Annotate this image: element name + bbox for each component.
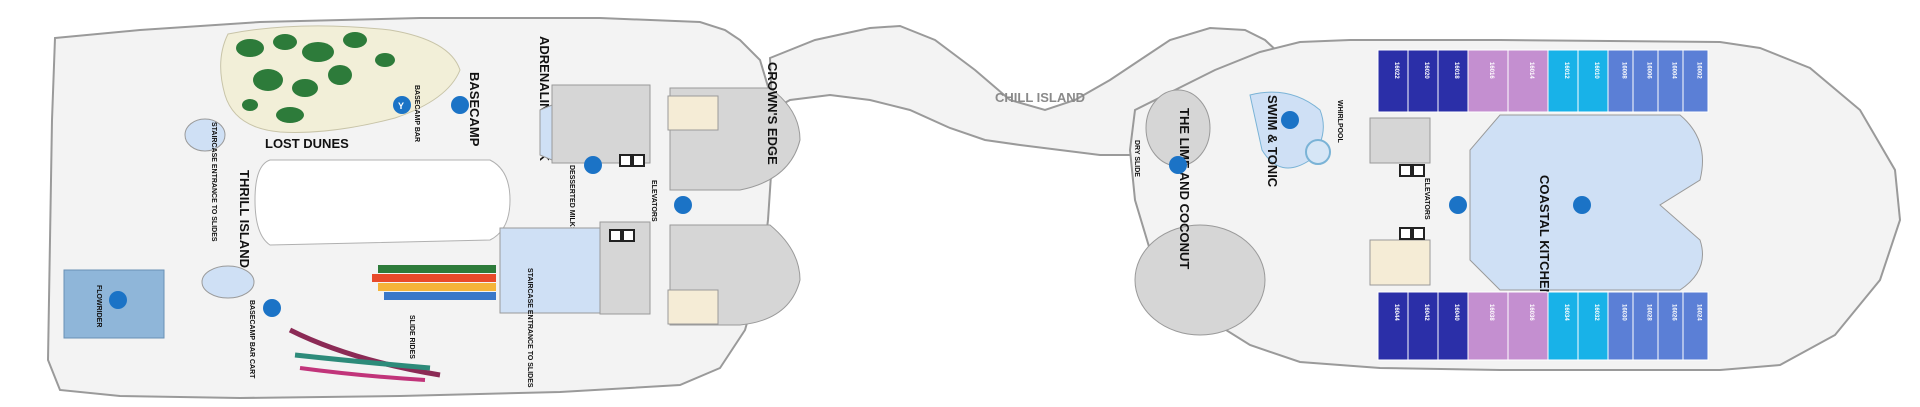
- stateroom-block[interactable]: [1377, 49, 1409, 113]
- elevators-aft-label: ELEVATORS: [1423, 178, 1430, 220]
- stateroom-block[interactable]: [1577, 49, 1609, 113]
- stateroom-number: 16022: [1393, 62, 1399, 79]
- stateroom-block[interactable]: [1467, 49, 1509, 113]
- elevators-mid-label: ELEVATORS: [650, 180, 657, 222]
- stateroom-block[interactable]: [1407, 49, 1439, 113]
- basecamp-label: BASECAMP: [467, 72, 482, 147]
- stateroom-number: 16032: [1593, 304, 1599, 321]
- elevator-lobby: [667, 95, 719, 131]
- thrill-island-label: THRILL ISLAND: [237, 170, 252, 268]
- stateroom-number: 16030: [1621, 304, 1627, 321]
- stateroom-number: 16024: [1696, 304, 1702, 321]
- stateroom-number: 16018: [1453, 62, 1459, 79]
- stateroom-number: 16034: [1563, 304, 1569, 321]
- flowrider-pool: [63, 269, 165, 339]
- staircase-top-label: STAIRCASE ENTRANCE TO SLIDES: [210, 122, 217, 242]
- stateroom-block[interactable]: [1657, 291, 1684, 361]
- stateroom-block[interactable]: [1547, 49, 1579, 113]
- restaurant-icon: [451, 96, 469, 114]
- stateroom-block[interactable]: [1437, 49, 1469, 113]
- bar-icon: [263, 299, 281, 317]
- stateroom-block[interactable]: [1407, 291, 1439, 361]
- stateroom-number: 16042: [1423, 304, 1429, 321]
- crowns-edge-label: CROWN'S EDGE: [765, 62, 780, 165]
- stateroom-number: 16012: [1563, 62, 1569, 79]
- stateroom-number: 16010: [1593, 62, 1599, 79]
- elevator-lobby: [667, 289, 719, 325]
- bar-icon: [393, 96, 411, 114]
- bar-cart-label: BASECAMP BAR CART: [248, 300, 255, 379]
- restaurant-icon: [584, 156, 602, 174]
- stateroom-block[interactable]: [1377, 291, 1409, 361]
- restaurant-icon: [1573, 196, 1591, 214]
- thrill-island-track: [254, 159, 511, 246]
- stateroom-number: 16020: [1423, 62, 1429, 79]
- slide-rides-label: SLIDE RIDES: [408, 315, 415, 359]
- lost-dunes-label: LOST DUNES: [265, 136, 349, 151]
- elevator-icon: [1449, 196, 1467, 214]
- stateroom-number: 16004: [1671, 62, 1677, 79]
- stateroom-number: 16008: [1621, 62, 1627, 79]
- stateroom-number: 16014: [1528, 62, 1534, 79]
- pool-icon: [1281, 111, 1299, 129]
- stateroom-block[interactable]: [1632, 291, 1659, 361]
- coastal-kitchen-label: COASTAL KITCHEN: [1537, 175, 1552, 298]
- lost-dunes-greens: [236, 32, 395, 123]
- stateroom-number: 16038: [1488, 304, 1494, 321]
- stateroom-number: 16040: [1453, 304, 1459, 321]
- stateroom-block[interactable]: [1507, 291, 1549, 361]
- stateroom-block[interactable]: [1437, 291, 1469, 361]
- adrenaline-peak-structure: [551, 84, 651, 164]
- stateroom-block[interactable]: [1682, 291, 1709, 361]
- whirlpool: [1305, 139, 1331, 165]
- flowrider-icon: [109, 291, 127, 309]
- stateroom-number: 16036: [1528, 304, 1534, 321]
- slide-rides: [288, 265, 496, 382]
- basecamp-bar-label: BASECAMP BAR: [413, 85, 420, 142]
- stateroom-block[interactable]: [1607, 49, 1634, 113]
- stateroom-number: 16016: [1488, 62, 1494, 79]
- stateroom-number: 16044: [1393, 304, 1399, 321]
- stateroom-block[interactable]: [1607, 291, 1634, 361]
- swim-tonic-pool: [1249, 91, 1324, 169]
- bar-icon: [1169, 156, 1187, 174]
- staterooms-top: 16022 16020 16018 16016 16014 16012 16010 16008…: [1377, 49, 1709, 113]
- stateroom-block[interactable]: [1682, 49, 1709, 113]
- stateroom-block[interactable]: [1467, 291, 1509, 361]
- staterooms-bottom: 16044 16042 16040 16038 16036 16034 16032 16030…: [1377, 291, 1709, 361]
- stateroom-number: 16026: [1671, 304, 1677, 321]
- flowrider-label: FLOWRIDER: [95, 285, 102, 327]
- stateroom-block[interactable]: [1657, 49, 1684, 113]
- elevator-icon: [674, 196, 692, 214]
- stateroom-number: 16002: [1696, 62, 1702, 79]
- stateroom-number: 16028: [1646, 304, 1652, 321]
- svg-text:Y: Y: [398, 101, 404, 111]
- stateroom-block[interactable]: [1577, 291, 1609, 361]
- stateroom-block[interactable]: [1632, 49, 1659, 113]
- dry-slide-label: DRY SLIDE: [1133, 140, 1140, 177]
- desserted-label: DESSERTED MILKSHAKE BAR: [568, 165, 575, 268]
- whirlpool-label: WHIRLPOOL: [1336, 100, 1343, 143]
- stateroom-block[interactable]: [1547, 291, 1579, 361]
- swim-tonic-label: SWIM & TONIC: [1265, 95, 1280, 188]
- stateroom-number: 16006: [1646, 62, 1652, 79]
- staircase-bottom-label: STAIRCASE ENTRANCE TO SLIDES: [526, 268, 533, 388]
- lime-coconut-label: THE LIME AND COCONUT: [1177, 108, 1192, 269]
- chill-island-label: CHILL ISLAND: [995, 90, 1085, 105]
- stateroom-block[interactable]: [1507, 49, 1549, 113]
